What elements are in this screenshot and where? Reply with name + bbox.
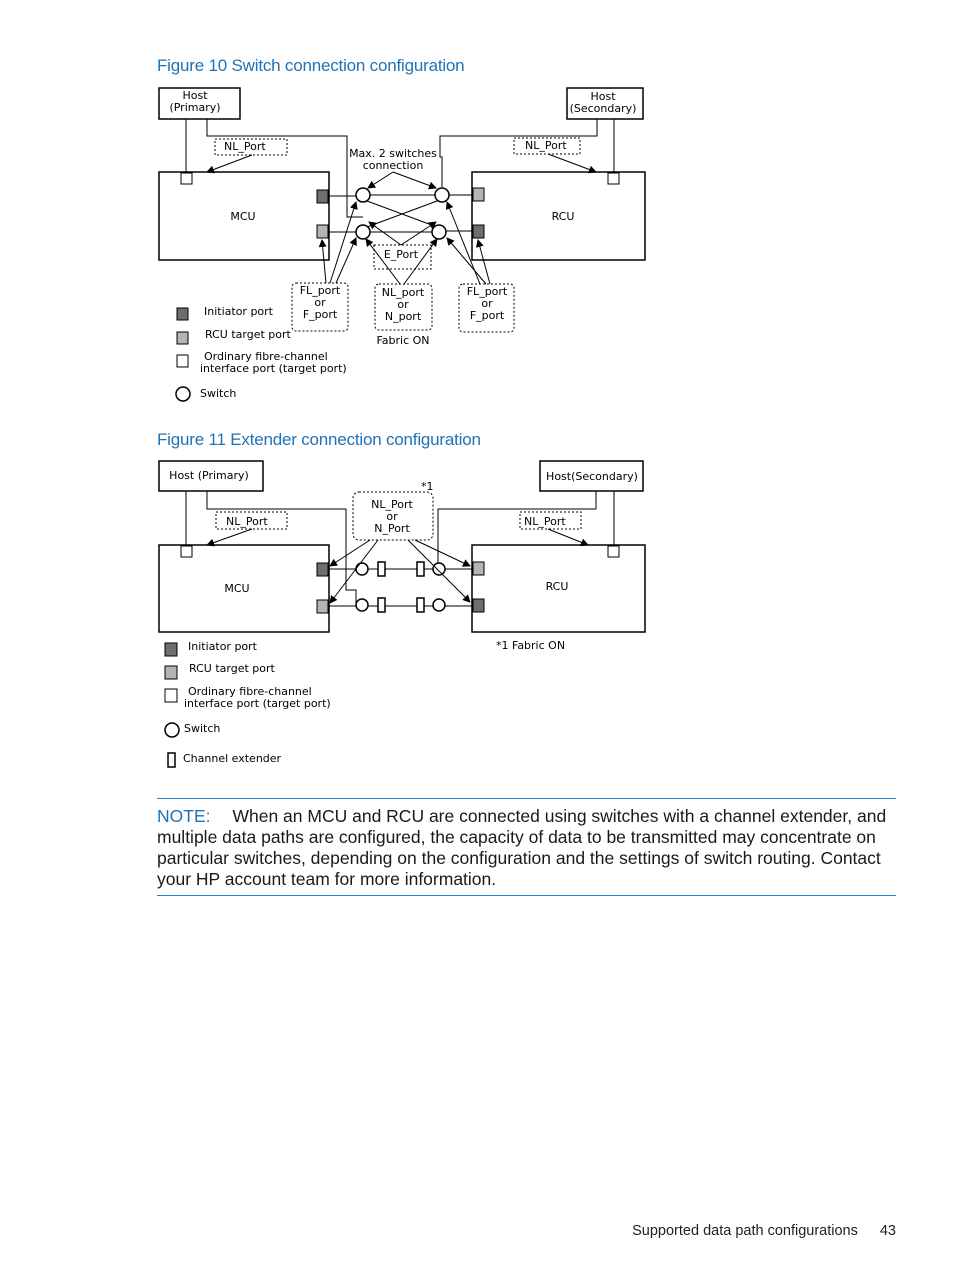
fl-left-label-2: or <box>314 296 326 309</box>
channel-extender-legend-icon <box>167 752 176 768</box>
legend-extender: Channel extender <box>183 752 282 765</box>
mcu-label: MCU <box>230 210 255 223</box>
nl-port-right-label: NL_Port <box>525 139 567 152</box>
host-primary-box <box>158 87 241 120</box>
switch-icon <box>355 187 371 203</box>
legend-switch: Switch <box>200 387 236 400</box>
host-secondary-label: Host(Secondary) <box>546 470 638 483</box>
channel-extender-icon <box>416 597 425 613</box>
nl-mid-label-3: N_port <box>385 310 422 323</box>
nl-port-right-label: NL_Port <box>524 515 566 528</box>
host-primary-label: Host (Primary) <box>169 469 249 482</box>
legend-rcu-target: RCU target port <box>205 328 292 341</box>
nl-center-label-2: or <box>386 510 398 523</box>
host-secondary-label-2: (Secondary) <box>570 102 637 115</box>
host-primary-label-1: Host <box>182 89 208 102</box>
nl-port-left-label: NL_Port <box>226 515 268 528</box>
fabric-note: *1 Fabric ON <box>496 639 565 652</box>
mcu-initiator-port <box>316 189 329 204</box>
legend-rcu-target: RCU target port <box>189 662 276 675</box>
legend-initiator: Initiator port <box>204 305 274 318</box>
rcu-target-port <box>472 187 485 202</box>
figure-11-title: Figure 11 Extender connection configurat… <box>157 430 481 449</box>
mcu-label: MCU <box>224 582 249 595</box>
figure-10-diagram: Host (Primary) Host (Secondary) NL_Port … <box>158 87 646 402</box>
rcu-initiator-port <box>472 224 485 239</box>
legend-ordinary-1: Ordinary fibre-channel <box>188 685 312 698</box>
channel-extender-icon <box>416 561 425 577</box>
switch-icon <box>355 224 371 240</box>
switch-icon <box>434 187 450 203</box>
channel-extender-icon <box>377 561 386 577</box>
switch-icon <box>355 562 369 576</box>
nl-center-label-3: N_Port <box>374 522 410 535</box>
mcu-target-port <box>316 224 329 239</box>
rcu-box <box>471 544 646 633</box>
switch-legend-icon <box>175 386 191 402</box>
legend-ordinary-2: interface port (target port) <box>184 697 331 710</box>
host-primary-label-2: (Primary) <box>169 101 220 114</box>
mcu-initiator-port <box>316 562 329 577</box>
footer-section: Supported data path configurations <box>632 1223 858 1239</box>
channel-extender-icon <box>377 597 386 613</box>
host-secondary-box <box>539 460 644 492</box>
host-secondary-label-1: Host <box>590 90 616 103</box>
note-box: NOTE:When an MCU and RCU are connected u… <box>157 798 896 896</box>
nl-port-left-label: NL_Port <box>224 140 266 153</box>
fl-left-label-1: FL_port <box>300 284 341 297</box>
rcu-label: RCU <box>552 210 575 223</box>
legend-switch: Switch <box>184 722 220 735</box>
mcu-box <box>158 171 330 261</box>
switch-icon <box>432 598 446 612</box>
fl-right-label-3: F_port <box>470 309 505 322</box>
rcu-label: RCU <box>546 580 569 593</box>
note-label: NOTE: <box>157 806 211 826</box>
fl-right-label-1: FL_port <box>467 285 508 298</box>
rcu-target-port <box>472 561 485 576</box>
figure-11-diagram: Host (Primary) Host(Secondary) NL_Port N… <box>158 460 646 768</box>
fl-right-label-2: or <box>481 297 493 310</box>
star-label: *1 <box>421 480 434 493</box>
nl-mid-label-1: NL_port <box>382 286 425 299</box>
mcu-box <box>158 544 330 633</box>
nl-mid-label-2: or <box>397 298 409 311</box>
page-footer: Supported data path configurations 43 <box>632 1223 896 1239</box>
fabric-label: Fabric ON <box>376 334 429 347</box>
switch-icon <box>355 598 369 612</box>
host-secondary-box <box>566 87 644 120</box>
switch-legend-icon <box>164 722 180 738</box>
legend-initiator: Initiator port <box>188 640 258 653</box>
note-text: When an MCU and RCU are connected using … <box>157 806 887 889</box>
figure-10-title: Figure 10 Switch connection configuratio… <box>157 56 465 75</box>
nl-center-label-1: NL_Port <box>371 498 413 511</box>
switch-icon <box>432 562 446 576</box>
fl-left-label-3: F_port <box>303 308 338 321</box>
legend-ordinary-1: Ordinary fibre-channel <box>204 350 328 363</box>
e-port-label: E_Port <box>384 248 419 261</box>
switch-icon <box>431 224 447 240</box>
host-primary-box <box>158 460 264 492</box>
legend-ordinary-2: interface port (target port) <box>200 362 347 375</box>
mcu-target-port <box>316 599 329 614</box>
max-switches-label-1: Max. 2 switches <box>349 147 437 160</box>
rcu-box <box>471 171 646 261</box>
rcu-initiator-port <box>472 598 485 613</box>
max-switches-label-2: connection <box>363 159 424 172</box>
page-number: 43 <box>879 1223 896 1239</box>
